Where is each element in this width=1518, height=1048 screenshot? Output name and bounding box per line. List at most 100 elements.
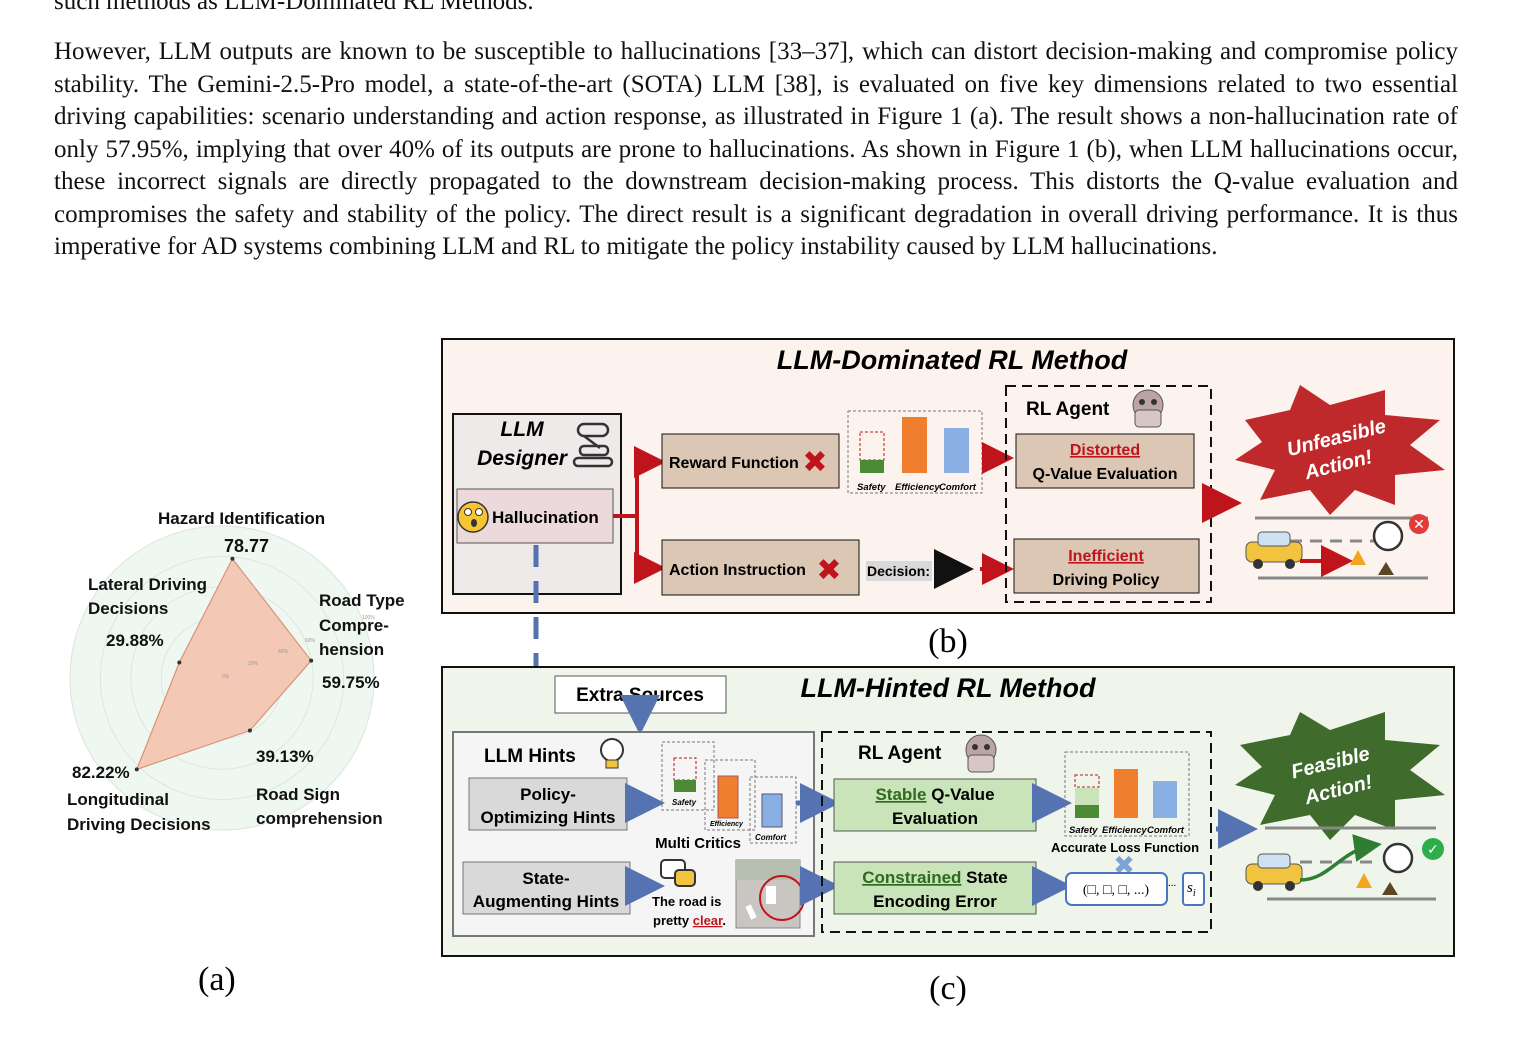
radar-point-0	[230, 556, 235, 561]
panel-b-title: LLM-Dominated RL Method	[777, 345, 1128, 375]
robot-agent-icon-c	[965, 734, 997, 773]
radar-point-1	[309, 658, 314, 663]
constrained-box	[833, 861, 1037, 915]
lightbulb-icon	[600, 738, 624, 769]
inefficient-box	[1013, 538, 1200, 594]
ring-tick-60: 60%	[305, 638, 316, 644]
road-photo	[735, 859, 805, 929]
value-label-hazard: 78.77	[224, 536, 269, 556]
warning-icon-b	[1350, 550, 1366, 565]
road-text-1: The road is	[652, 894, 721, 909]
axis-label-longitudinal-2: Driving Decisions	[67, 815, 211, 834]
svg-text:✕: ✕	[1413, 516, 1425, 532]
axis-label-longitudinal-1: Longitudinal	[67, 790, 169, 809]
warning-icon-c	[1356, 873, 1372, 888]
axis-label-roadtype-1: Road Type	[319, 591, 405, 610]
radar-value-polygon	[135, 557, 312, 771]
llm-designer-label-1: LLM	[500, 418, 544, 441]
loss-bars-frame	[1064, 751, 1190, 837]
rl-agent-label-c: RL Agent	[858, 743, 942, 764]
radar-ring-3	[99, 555, 345, 801]
critic-label-efficiency: Efficiency	[710, 821, 744, 828]
feasible-star	[1235, 712, 1445, 840]
caption-b: (b)	[928, 623, 968, 660]
llm-hints-label: LLM Hints	[484, 746, 576, 767]
safety-bar-missing	[859, 431, 885, 461]
arrow-to-reward	[613, 446, 666, 518]
car-icon-c	[1245, 853, 1303, 891]
construction-pin-icon-c	[1382, 842, 1414, 874]
panel-c: LLM-Hinted RL Method Extra Sources LLM H…	[441, 666, 1455, 1007]
value-label-longitudinal: 82.22%	[72, 763, 130, 782]
state-hints-box	[462, 861, 631, 915]
si-box	[1182, 872, 1205, 906]
svg-text:✓: ✓	[1427, 841, 1439, 857]
llm-designer-label-2: Designer	[477, 447, 569, 470]
policy-hints-label-1: Policy-	[520, 785, 576, 804]
decision-label: Decision:	[867, 563, 930, 579]
robot-agent-icon	[1132, 389, 1164, 428]
action-instruction-box	[661, 539, 860, 596]
efficiency-bar	[902, 417, 927, 473]
axis-label-roadtype-3: hension	[319, 640, 384, 659]
bar-label-safety-c: Safety	[1069, 825, 1098, 836]
distorted-label: Distorted	[1070, 442, 1140, 459]
axis-label-roadtype-2: Compre-	[319, 616, 389, 635]
axis-label-roadsign-1: Road Sign	[256, 785, 340, 804]
ring-tick-0: 0%	[222, 674, 230, 680]
value-label-roadtype: 59.75%	[322, 673, 380, 692]
road-scene-b: ✕	[1245, 514, 1429, 580]
panel-c-title: LLM-Hinted RL Method	[801, 673, 1096, 703]
comfort-bar-c	[1153, 781, 1177, 818]
axis-label-lateral-1: Lateral Driving	[88, 575, 207, 594]
car-icon-b	[1245, 531, 1303, 569]
action-instruction-label: Action Instruction	[669, 562, 806, 579]
shocked-face-icon	[457, 501, 489, 533]
cone-icon-c	[1382, 882, 1398, 895]
accurate-loss-label: Accurate Loss Function	[1051, 840, 1199, 855]
radar-ring-4	[69, 525, 375, 831]
ring-tick-40: 40%	[278, 649, 289, 655]
si-label: si	[1187, 880, 1196, 899]
reward-function-label: Reward Function	[669, 455, 799, 472]
state-hints-label-2: Augmenting Hints	[473, 892, 619, 911]
axis-label-hazard: Hazard Identification	[158, 509, 325, 528]
constrained-label-2: Encoding Error	[873, 892, 997, 911]
caption-a: (a)	[198, 961, 236, 998]
driving-policy-label: Driving Policy	[1053, 572, 1160, 589]
cone-icon-b	[1378, 562, 1394, 575]
error-icon	[1409, 514, 1429, 534]
check-icon	[1422, 838, 1444, 860]
ring-tick-20: 20%	[248, 661, 259, 667]
reward-function-box	[661, 433, 840, 489]
panel-b: LLM-Dominated RL Method LLM Designer Hal…	[441, 338, 1455, 660]
speech-bubble-icon	[660, 859, 696, 887]
critic-label-comfort: Comfort	[755, 833, 786, 842]
stable-label: Stable Q-Value	[875, 785, 994, 804]
axis-label-lateral-2: Decisions	[88, 599, 168, 618]
value-label-lateral: 29.88%	[106, 631, 164, 650]
construction-pin-icon-b	[1372, 520, 1404, 552]
road-scene-c: ✓	[1245, 826, 1444, 901]
value-label-roadsign: 39.13%	[256, 747, 314, 766]
constrained-label: Constrained State	[862, 868, 1007, 887]
robot-arm-icon	[572, 422, 614, 468]
paper-top-line: such methods as LLM-Dominated RL Methods…	[54, 0, 534, 15]
axis-label-roadsign-2: comprehension	[256, 809, 383, 828]
inefficient-label: Inefficient	[1068, 548, 1144, 565]
stable-box	[833, 778, 1037, 832]
distorted-box	[1015, 433, 1195, 489]
radar-point-2	[247, 728, 252, 733]
rl-agent-box-c	[821, 731, 1212, 933]
critic-label-safety: Safety	[672, 798, 697, 807]
cross-icon-reward: ✖	[802, 446, 827, 479]
bar-label-comfort: Comfort	[939, 482, 977, 493]
bar-label-safety: Safety	[857, 482, 886, 493]
safety-bar	[860, 460, 884, 473]
bar-label-comfort-c: Comfort	[1147, 825, 1185, 836]
safety-bar-c	[1075, 805, 1099, 818]
paper-paragraph: However, LLM outputs are known to be sus…	[54, 38, 1458, 260]
ring-tick-100: 100%	[362, 615, 375, 621]
stable-label-2: Evaluation	[892, 809, 978, 828]
